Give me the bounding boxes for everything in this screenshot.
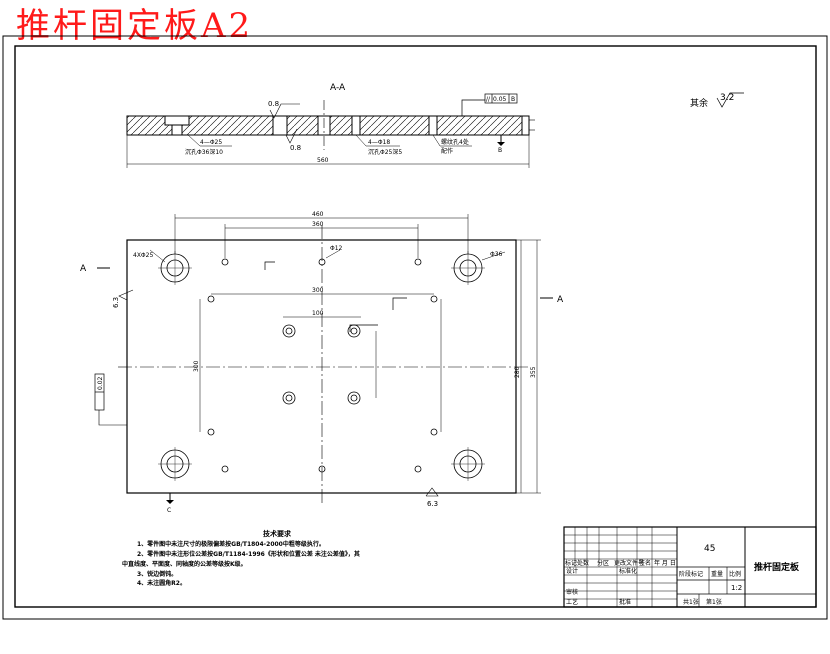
tb-process: 工艺: [566, 598, 578, 606]
svg-text://: //: [486, 96, 491, 103]
dim-center-gap: 100: [312, 310, 324, 317]
tech-item-5: 4、未注圆角R2。: [137, 579, 186, 587]
dim-inner-width: 300: [312, 287, 324, 294]
title-block: [563, 526, 817, 608]
tb-designer: 设计: [566, 567, 578, 575]
tb-sheets-total: 共1张: [683, 598, 699, 606]
tb-label-zone: 分区: [597, 559, 609, 567]
tb-scale: 1:2: [731, 584, 742, 592]
dim-right-height-inner: 280: [514, 366, 521, 378]
tb-review: 审核: [566, 588, 578, 596]
cut-marker-left: A: [80, 264, 87, 274]
dim-left-height: 300: [193, 360, 200, 372]
section-holes-b: 4—Φ18: [368, 139, 390, 146]
dim-corner-right: Φ36: [490, 251, 503, 258]
section-holes-a: 4—Φ25: [200, 139, 222, 146]
tb-approve: 批准: [619, 598, 631, 606]
section-holes-a-sub: 沉孔Φ36深10: [185, 148, 223, 156]
section-datum: B: [498, 147, 502, 154]
roughness-top-left: 0.8: [268, 100, 279, 108]
roughness-rest-label: 其余: [690, 97, 708, 109]
cut-marker-right: A: [557, 295, 564, 305]
section-view: B // 0.05 B 0.8 0.8 4—Φ25 沉孔Φ36深10 4—Φ18…: [126, 93, 535, 168]
tb-standardization: 标准化: [619, 567, 637, 575]
tb-part-name: 推杆固定板: [754, 561, 800, 573]
tech-item-1: 1、零件图中未注尺寸的极限偏差按GB/T1804-2000中粗等级执行。: [137, 540, 325, 548]
roughness-bottom-left: 0.8: [290, 144, 301, 152]
tb-scale-label: 比例: [729, 570, 741, 578]
flatness-value: 0.02: [97, 376, 104, 390]
dim-right-height-outer: 355: [530, 366, 537, 378]
tb-material: 45: [704, 544, 715, 554]
drawing-title: 推杆固定板A2: [16, 6, 254, 46]
inner-frame: [14, 45, 817, 608]
parallelism-datum: B: [511, 96, 515, 103]
datum-c: C: [167, 507, 171, 514]
tb-sheet-no: 第1张: [706, 598, 722, 606]
section-length: 560: [317, 157, 329, 164]
roughness-plan-bottom: 6.3: [427, 500, 438, 508]
parallelism-value: 0.05: [493, 96, 507, 103]
tb-label-sign: 签名: [639, 559, 651, 567]
tb-weight: 重量: [711, 570, 723, 578]
dim-corner-left: 4XΦ25: [133, 252, 153, 259]
tech-heading: 技术要求: [263, 529, 292, 538]
roughness-rest-value: 3.2: [720, 93, 734, 103]
tech-item-4: 3、锐边倒钝。: [137, 570, 177, 578]
tech-requirements: 技术要求 1、零件图中未注尺寸的极限偏差按GB/T1804-2000中粗等级执行…: [122, 529, 360, 587]
tech-item-3: 中直线度、平面度、同轴度的公差等级按K级。: [122, 560, 247, 568]
outer-frame: [2, 35, 828, 620]
plan-view: A A: [80, 211, 564, 514]
roughness-plan-left: 6.3: [112, 297, 120, 308]
tb-stage-mark: 阶段标记: [679, 570, 703, 578]
tech-item-2: 2、零件图中未注形位公差按GB/T1184-1996《形状和位置公差 未注公差值…: [137, 550, 360, 558]
dim-small-hole: Φ12: [330, 245, 343, 252]
tb-label-date: 年 月 日: [654, 559, 676, 567]
dim-top-outer: 460: [312, 211, 324, 218]
section-holes-b-sub: 沉孔Φ25深5: [368, 148, 402, 156]
tb-label-change: 更改文件号: [614, 559, 644, 567]
tb-label-marks: 标记处数: [565, 559, 589, 567]
dim-top-inner: 360: [312, 221, 324, 228]
section-thread-sub: 配作: [441, 147, 453, 155]
section-thread-note: 螺纹孔4处: [441, 138, 469, 146]
section-label: A-A: [330, 83, 346, 93]
